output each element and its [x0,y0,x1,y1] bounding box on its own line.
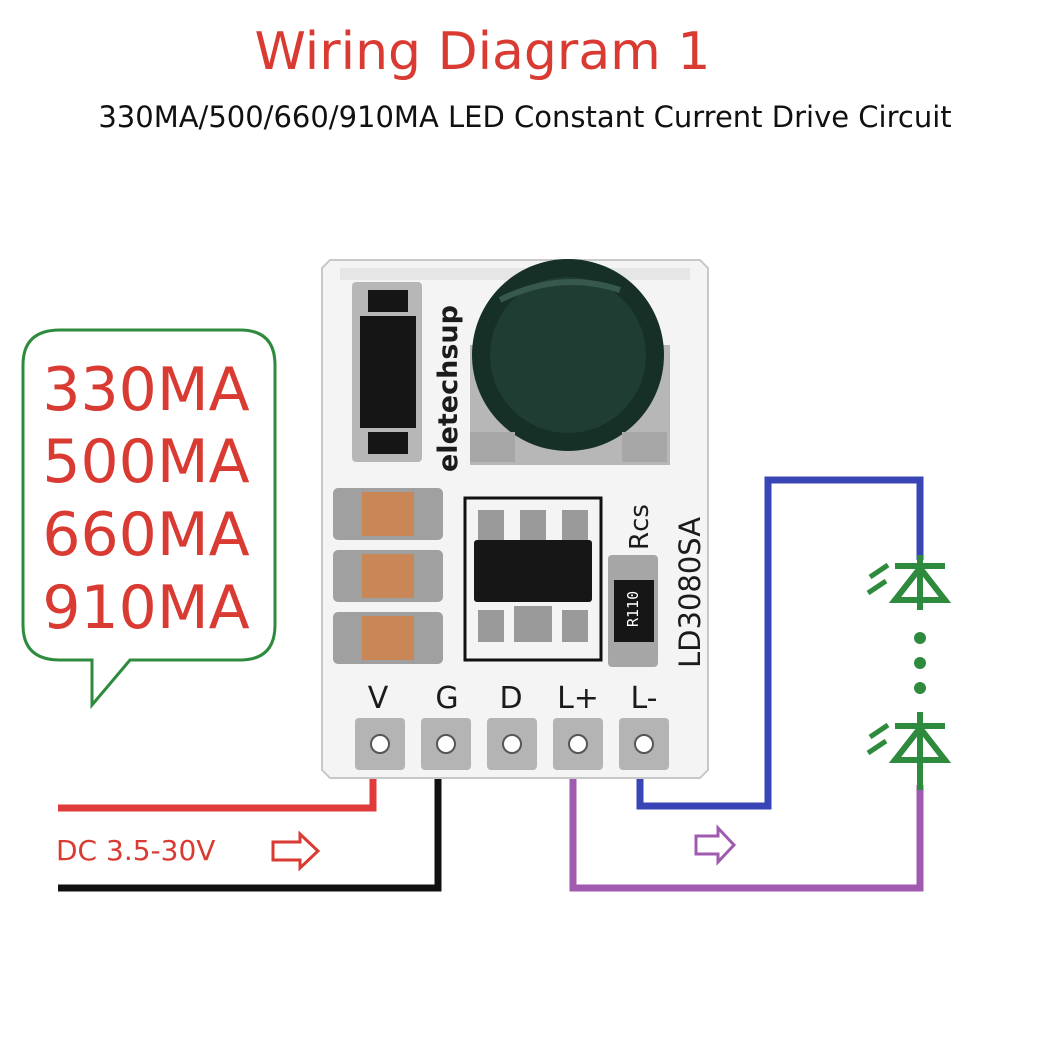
led-plus-wire [569,778,924,892]
pin-pad-g [421,718,471,770]
pin-label-v: V [368,681,389,716]
led-dots [914,632,926,694]
driver-module-board: eletechsup [321,259,709,779]
pin-pad-d [487,718,537,770]
current-callout-bubble [21,328,277,710]
current-option-910: 910MA [42,573,249,643]
positive-wire [58,778,377,812]
schottky-diode [352,282,422,462]
brand-label: eletechsup [433,305,464,472]
pin-label-g: G [435,681,458,716]
capacitor-1 [333,488,443,540]
supply-voltage-label: DC 3.5-30V [56,834,215,867]
sense-resistor: R110 [608,555,658,667]
pin-pad-v [355,718,405,770]
current-option-660: 660MA [42,500,249,570]
capacitor-3 [333,612,443,664]
current-flow-arrow-icon [694,824,737,866]
led-top [866,555,952,610]
power-inductor [470,259,670,465]
driver-ic [474,510,592,642]
diagram-subtitle: 330MA/500/660/910MA LED Constant Current… [98,100,952,134]
pin-label-l-plus: L+ [557,681,599,716]
sense-resistor-label: Rcs [625,504,655,550]
pin-label-d: D [499,681,522,716]
resistor-code: R110 [624,591,642,627]
capacitor-2 [333,550,443,602]
pin-pad-l-plus [553,718,603,770]
driver-ic-outline [463,496,603,662]
model-label: LD3080SA [673,517,707,668]
current-option-500: 500MA [42,427,249,497]
led-bottom [866,712,952,790]
pin-label-l-minus: L- [630,681,657,716]
diagram-title: Wiring Diagram 1 [254,22,711,82]
pin-pad-l-minus [619,718,669,770]
current-option-330: 330MA [42,355,249,425]
led-minus-wire [636,476,924,810]
supply-arrow-icon [271,830,321,872]
ground-wire [58,778,442,892]
